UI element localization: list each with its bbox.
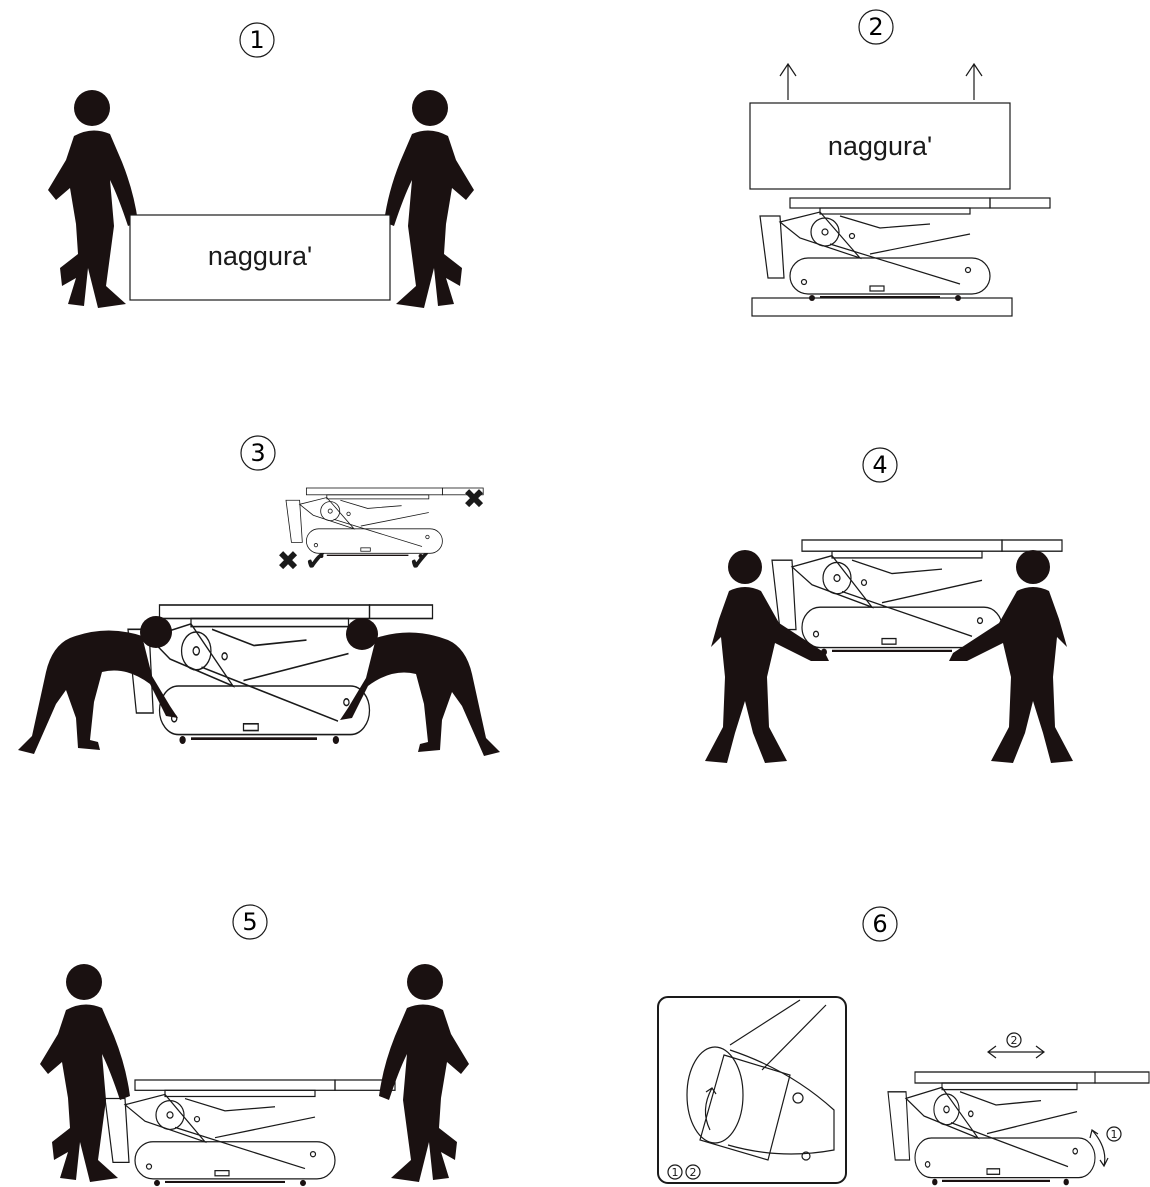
person-silhouette-icon bbox=[18, 616, 178, 754]
step-number-4: 4 bbox=[863, 448, 897, 482]
step-number-2-label: 2 bbox=[868, 13, 883, 41]
person-silhouette-icon bbox=[340, 618, 500, 756]
step-number-3: 3 bbox=[241, 436, 275, 470]
detail-inset: 1 2 bbox=[658, 997, 846, 1183]
step-number-6: 6 bbox=[863, 907, 897, 941]
step-2-panel: 2 naggura' bbox=[750, 10, 1050, 316]
step-1-panel: 1 naggura' bbox=[48, 23, 474, 308]
massage-table bbox=[105, 1080, 395, 1186]
step-5-panel: 5 bbox=[40, 905, 469, 1186]
cross-mark-icon: ✖ bbox=[463, 484, 486, 514]
step-number-3-label: 3 bbox=[250, 439, 265, 467]
inset-mark-1: 1 bbox=[672, 1166, 679, 1179]
step-3-panel: 3 ✖ ✖ ✔ ✔ bbox=[18, 436, 500, 756]
up-arrow-icon bbox=[780, 64, 982, 100]
step-number-1-label: 1 bbox=[249, 26, 264, 54]
arrow-rotate-label: 1 bbox=[1111, 1128, 1118, 1141]
step-6-panel: 6 1 2 2 1 bbox=[658, 907, 1149, 1185]
person-silhouette-icon bbox=[40, 964, 130, 1182]
crate-box: naggura' bbox=[130, 215, 390, 300]
step-number-1: 1 bbox=[240, 23, 274, 57]
check-mark-icon: ✔ bbox=[409, 546, 432, 576]
step-number-5: 5 bbox=[233, 905, 267, 939]
person-silhouette-icon bbox=[949, 550, 1073, 763]
box-brand-text: naggura' bbox=[828, 131, 932, 161]
step-number-4-label: 4 bbox=[872, 451, 887, 479]
person-silhouette-icon bbox=[48, 90, 138, 308]
person-silhouette-icon bbox=[379, 964, 469, 1182]
cross-mark-icon: ✖ bbox=[277, 546, 300, 576]
double-arrow-icon: 2 bbox=[988, 1033, 1044, 1058]
massage-table bbox=[760, 198, 1050, 301]
person-silhouette-icon bbox=[705, 550, 829, 763]
inset-mark-2: 2 bbox=[690, 1166, 697, 1179]
arrow-horizontal-label: 2 bbox=[1011, 1034, 1018, 1047]
check-mark-icon: ✔ bbox=[305, 546, 328, 576]
person-silhouette-icon bbox=[384, 90, 474, 308]
box-brand-text: naggura' bbox=[208, 241, 312, 271]
step-number-6-label: 6 bbox=[872, 910, 887, 938]
pallet-base bbox=[752, 298, 1012, 316]
step-number-5-label: 5 bbox=[242, 908, 257, 936]
step-4-panel: 4 bbox=[705, 448, 1073, 763]
step-number-2: 2 bbox=[859, 10, 893, 44]
crate-box: naggura' bbox=[750, 103, 1010, 189]
